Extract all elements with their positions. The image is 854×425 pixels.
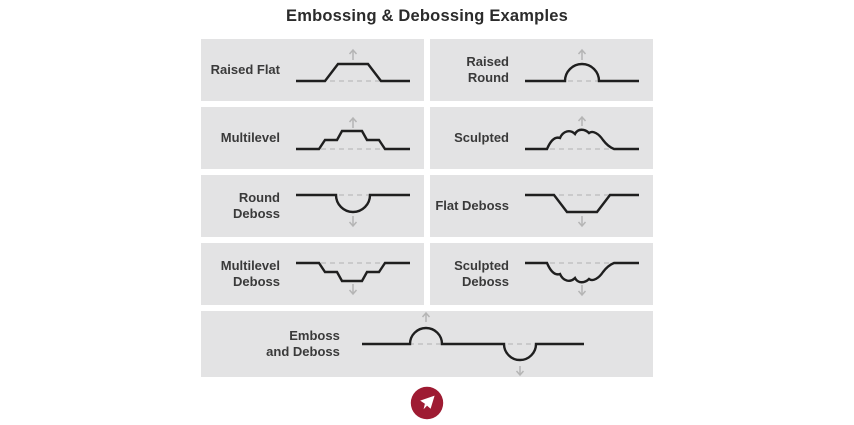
example-cell-emboss-and-deboss: Emboss and Deboss [201,311,653,377]
example-label-raised-round: Raised Round [466,53,509,85]
example-cell-raised-round: Raised Round [430,39,653,101]
multilevel-deboss-profile-icon [292,251,412,297]
example-label-round-deboss: Round Deboss [233,189,280,221]
brand-mark-icon [410,386,444,420]
example-cell-sculpted-deboss: Sculpted Deboss [430,243,653,305]
example-label-multilevel-deboss: Multilevel Deboss [220,257,280,289]
multilevel-profile-icon [292,115,412,161]
example-label-raised-flat: Raised Flat [210,61,280,77]
raised-round-profile-icon [521,47,641,93]
emboss-and-deboss-profile-icon [358,310,588,378]
example-cell-multilevel-deboss: Multilevel Deboss [201,243,424,305]
example-label-multilevel: Multilevel [220,129,280,145]
raised-flat-profile-icon [292,47,412,93]
example-cell-raised-flat: Raised Flat [201,39,424,101]
sculpted-profile-icon [521,115,641,161]
round-deboss-profile-icon [292,183,412,229]
example-cell-sculpted: Sculpted [430,107,653,169]
example-label-emboss-and-deboss: Emboss and Deboss [266,327,340,359]
example-label-sculpted: Sculpted [454,129,509,145]
example-cell-round-deboss: Round Deboss [201,175,424,237]
sculpted-deboss-profile-icon [521,251,641,297]
page-title: Embossing & Debossing Examples [286,7,568,25]
example-label-flat-deboss: Flat Deboss [435,197,509,213]
flat-deboss-profile-icon [521,183,641,229]
example-cell-multilevel: Multilevel [201,107,424,169]
example-cell-flat-deboss: Flat Deboss [430,175,653,237]
example-label-sculpted-deboss: Sculpted Deboss [454,257,509,289]
brand-logo [410,386,444,420]
